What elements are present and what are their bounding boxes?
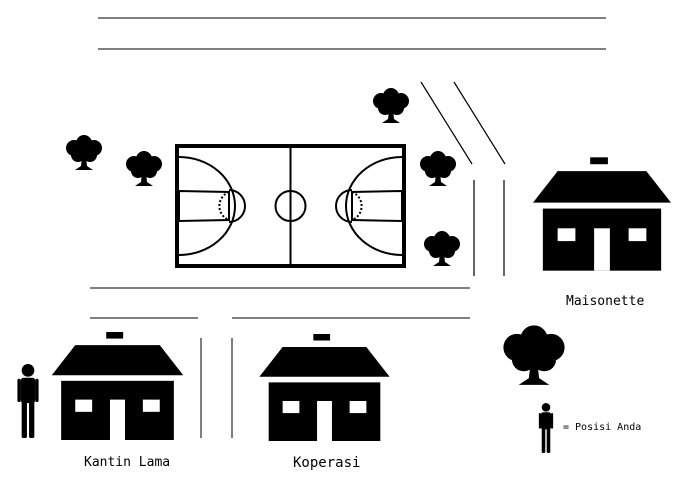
tree-icon <box>420 151 456 186</box>
koperasi-label: Koperasi <box>293 455 361 471</box>
basketball-court <box>175 144 406 268</box>
legend-text: = Posisi Anda <box>563 422 642 433</box>
house-icon <box>259 334 390 441</box>
house-icon <box>533 157 671 271</box>
middle-road <box>90 287 470 438</box>
house-icon <box>51 332 184 440</box>
top-road <box>98 17 606 50</box>
tree-icon <box>373 88 409 123</box>
maisonette-label: Maisonette <box>566 294 645 309</box>
kantin-lama-label: Kantin Lama <box>84 455 171 470</box>
tree-icon <box>503 325 565 385</box>
tree-icon <box>424 231 460 266</box>
right-path <box>420 81 506 276</box>
person-icon <box>17 364 39 438</box>
tree-icon <box>126 151 162 186</box>
legend-person-icon <box>538 403 554 453</box>
tree-icon <box>66 135 102 170</box>
